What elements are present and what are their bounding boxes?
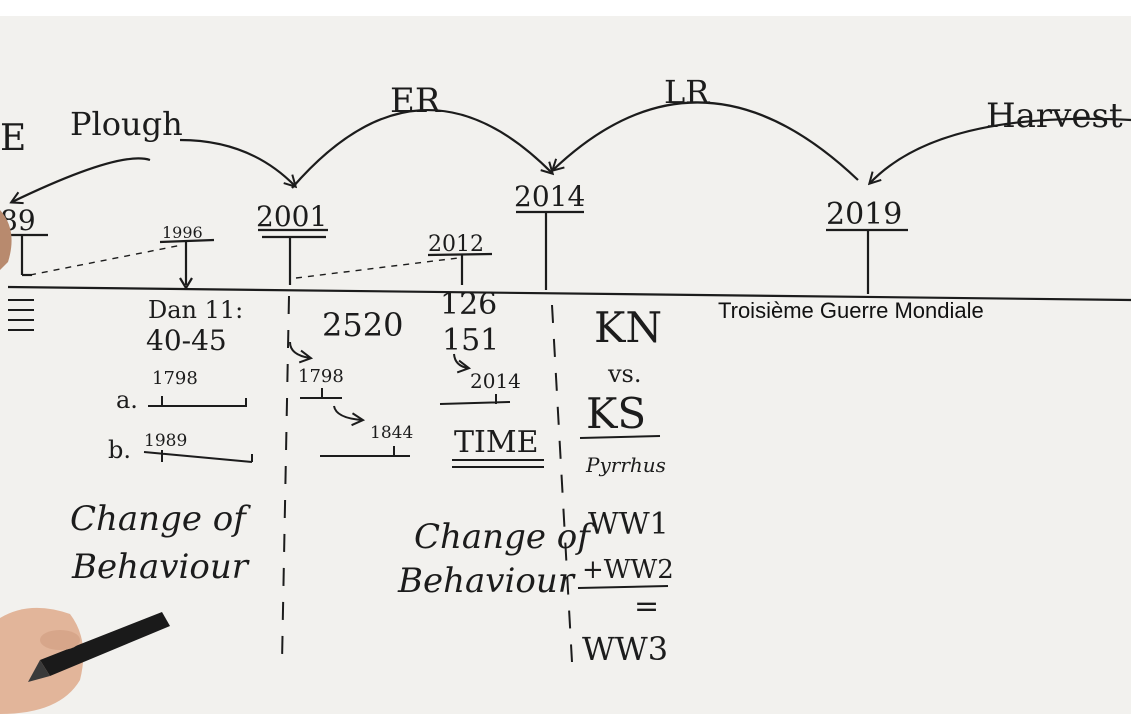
- num-151: 151: [442, 323, 499, 358]
- option-a-label: a.: [116, 386, 138, 414]
- mark-2012-underline: [427, 252, 493, 257]
- arc-label-plough: Plough: [70, 105, 183, 143]
- ww3-label: WW3: [582, 630, 668, 668]
- year-1996: 1996: [162, 223, 203, 242]
- top-frame: [0, 0, 1131, 16]
- arc-label-er: ER: [390, 81, 442, 121]
- timeline-arcs: [12, 101, 1131, 202]
- left-behaviour: Behaviour: [71, 547, 250, 587]
- ww2-label: +WW2: [582, 555, 674, 585]
- year-2019: 2019: [826, 197, 902, 232]
- dash-89-1996: [29, 244, 183, 276]
- num-2520: 2520: [322, 306, 403, 344]
- ww1-label: WW1: [588, 507, 669, 542]
- year-2001: 2001: [256, 200, 327, 233]
- finger: [40, 630, 80, 650]
- timeline-axis: [7, 285, 1131, 302]
- mid-1844-bracket: [320, 446, 410, 457]
- option-a-bracket: [148, 396, 247, 407]
- divider-left: [281, 295, 290, 663]
- option-a-year: 1798: [152, 368, 198, 389]
- arc-lr: [553, 101, 859, 181]
- arrow-to-1798: [289, 341, 310, 358]
- marker-pen: [40, 612, 170, 676]
- arc-er: [291, 108, 552, 189]
- mark-1996-arrowhead: [179, 277, 193, 291]
- dan-11-verses: 40-45: [146, 324, 227, 357]
- mid-1798-bracket: [300, 388, 342, 399]
- left-change-of: Change of: [70, 499, 251, 539]
- arc-e-left: [12, 157, 151, 202]
- dan-11-ref: Dan 11:: [148, 296, 243, 324]
- sum-line: [577, 585, 669, 589]
- arc-plough: [179, 138, 295, 186]
- presenter-hand: [0, 607, 170, 714]
- option-b-label: b.: [108, 436, 131, 464]
- pyrrhus-label: Pyrrhus: [585, 453, 666, 477]
- left-edge-object: [0, 210, 12, 270]
- year-2014: 2014: [514, 180, 585, 213]
- option-b-bracket: [143, 450, 253, 463]
- divider-right: [551, 304, 573, 663]
- marker-tip: [28, 660, 50, 682]
- arc-label-lr: LR: [664, 73, 710, 111]
- year-2012: 2012: [428, 232, 484, 257]
- dashed-connectors: [29, 244, 459, 279]
- arc-label-e: E: [0, 118, 26, 159]
- equals-label: =: [634, 589, 659, 624]
- year-markers: [8, 210, 908, 294]
- mid-year-1798: 1798: [298, 366, 344, 387]
- option-b-year: 1989: [144, 431, 187, 451]
- arc-harvest: [870, 117, 1131, 183]
- mid-change-of: Change of: [414, 517, 595, 557]
- caption-overlay: Troisième Guerre Mondiale: [718, 298, 984, 323]
- time-label: TIME: [454, 425, 538, 460]
- column-dividers: [281, 295, 573, 663]
- kn-label: KN: [594, 303, 662, 352]
- arrow-to-1844: [333, 405, 362, 420]
- mid-behaviour: Behaviour: [397, 561, 576, 601]
- mid-year-1844: 1844: [370, 423, 413, 443]
- arrow-to-2014: [453, 353, 468, 368]
- mid-2014-bracket: [439, 394, 511, 405]
- ks-underline: [579, 435, 661, 439]
- time-underline: [452, 459, 544, 468]
- vs-label: vs.: [607, 360, 642, 388]
- mid-year-2014: 2014: [470, 369, 521, 393]
- ks-label: KS: [586, 389, 646, 438]
- left-edge-stack-icon: [8, 299, 34, 331]
- num-126: 126: [440, 287, 497, 322]
- arc-label-harvest: Harvest: [986, 96, 1123, 136]
- mark-1996-underline: [159, 238, 215, 244]
- dash-2001-2012: [295, 257, 459, 279]
